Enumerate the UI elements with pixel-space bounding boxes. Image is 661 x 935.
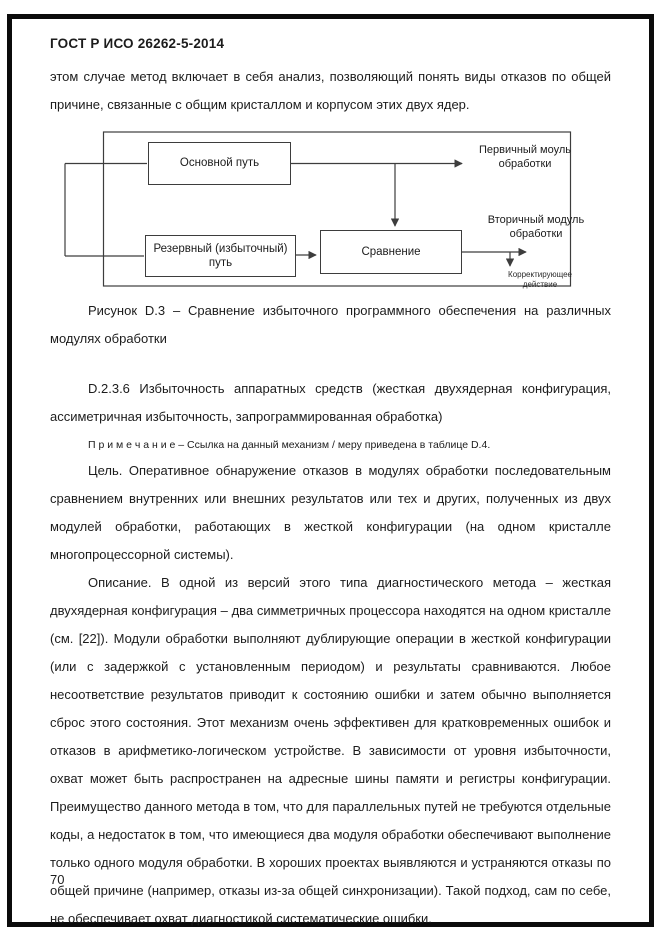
document-header: ГОСТ Р ИСО 26262-5-2014 [50,36,225,51]
corrective-action-label-line2: действие [522,280,558,289]
redundant-path-box: Резервный (избыточный) путь [145,235,296,277]
main-path-box: Основной путь [148,142,291,185]
diagram-connector-lines [64,131,572,287]
description-paragraph: Описание. В одной из версий этого типа д… [50,575,611,926]
primary-module-label-line2: обработки [498,158,552,171]
primary-module-label-line1: Первичный моуль [478,144,571,156]
corrective-action-label-line1: Корректирующее [508,270,572,279]
section-heading-d236: D.2.3.6 Избыточность аппаратных средств … [50,381,611,424]
corrective-action-label: Корректирующее действие [482,270,598,290]
figure-d3-diagram: Основной путь Резервный (избыточный) пут… [50,131,611,293]
document-content: ГОСТ Р ИСО 26262-5-2014 этом случае мето… [50,36,611,933]
comparison-box: Сравнение [320,230,462,274]
figure-caption: Рисунок D.3 – Сравнение избыточного прог… [50,303,611,346]
primary-module-label: Первичный моуль обработки [465,143,585,172]
secondary-module-label-line1: Вторичный модуль [487,214,585,226]
secondary-module-label: Вторичный модуль обработки [473,213,599,242]
goal-paragraph: Цель. Оперативное обнаружение отказов в … [50,463,611,562]
diagram-outer-frame [102,131,572,287]
page-number: 70 [50,872,65,887]
section-note: П р и м е ч а н и е – Ссылка на данный м… [88,439,491,451]
secondary-module-label-line2: обработки [509,228,563,241]
intro-paragraph: этом случае метод включает в себя анализ… [50,69,611,112]
